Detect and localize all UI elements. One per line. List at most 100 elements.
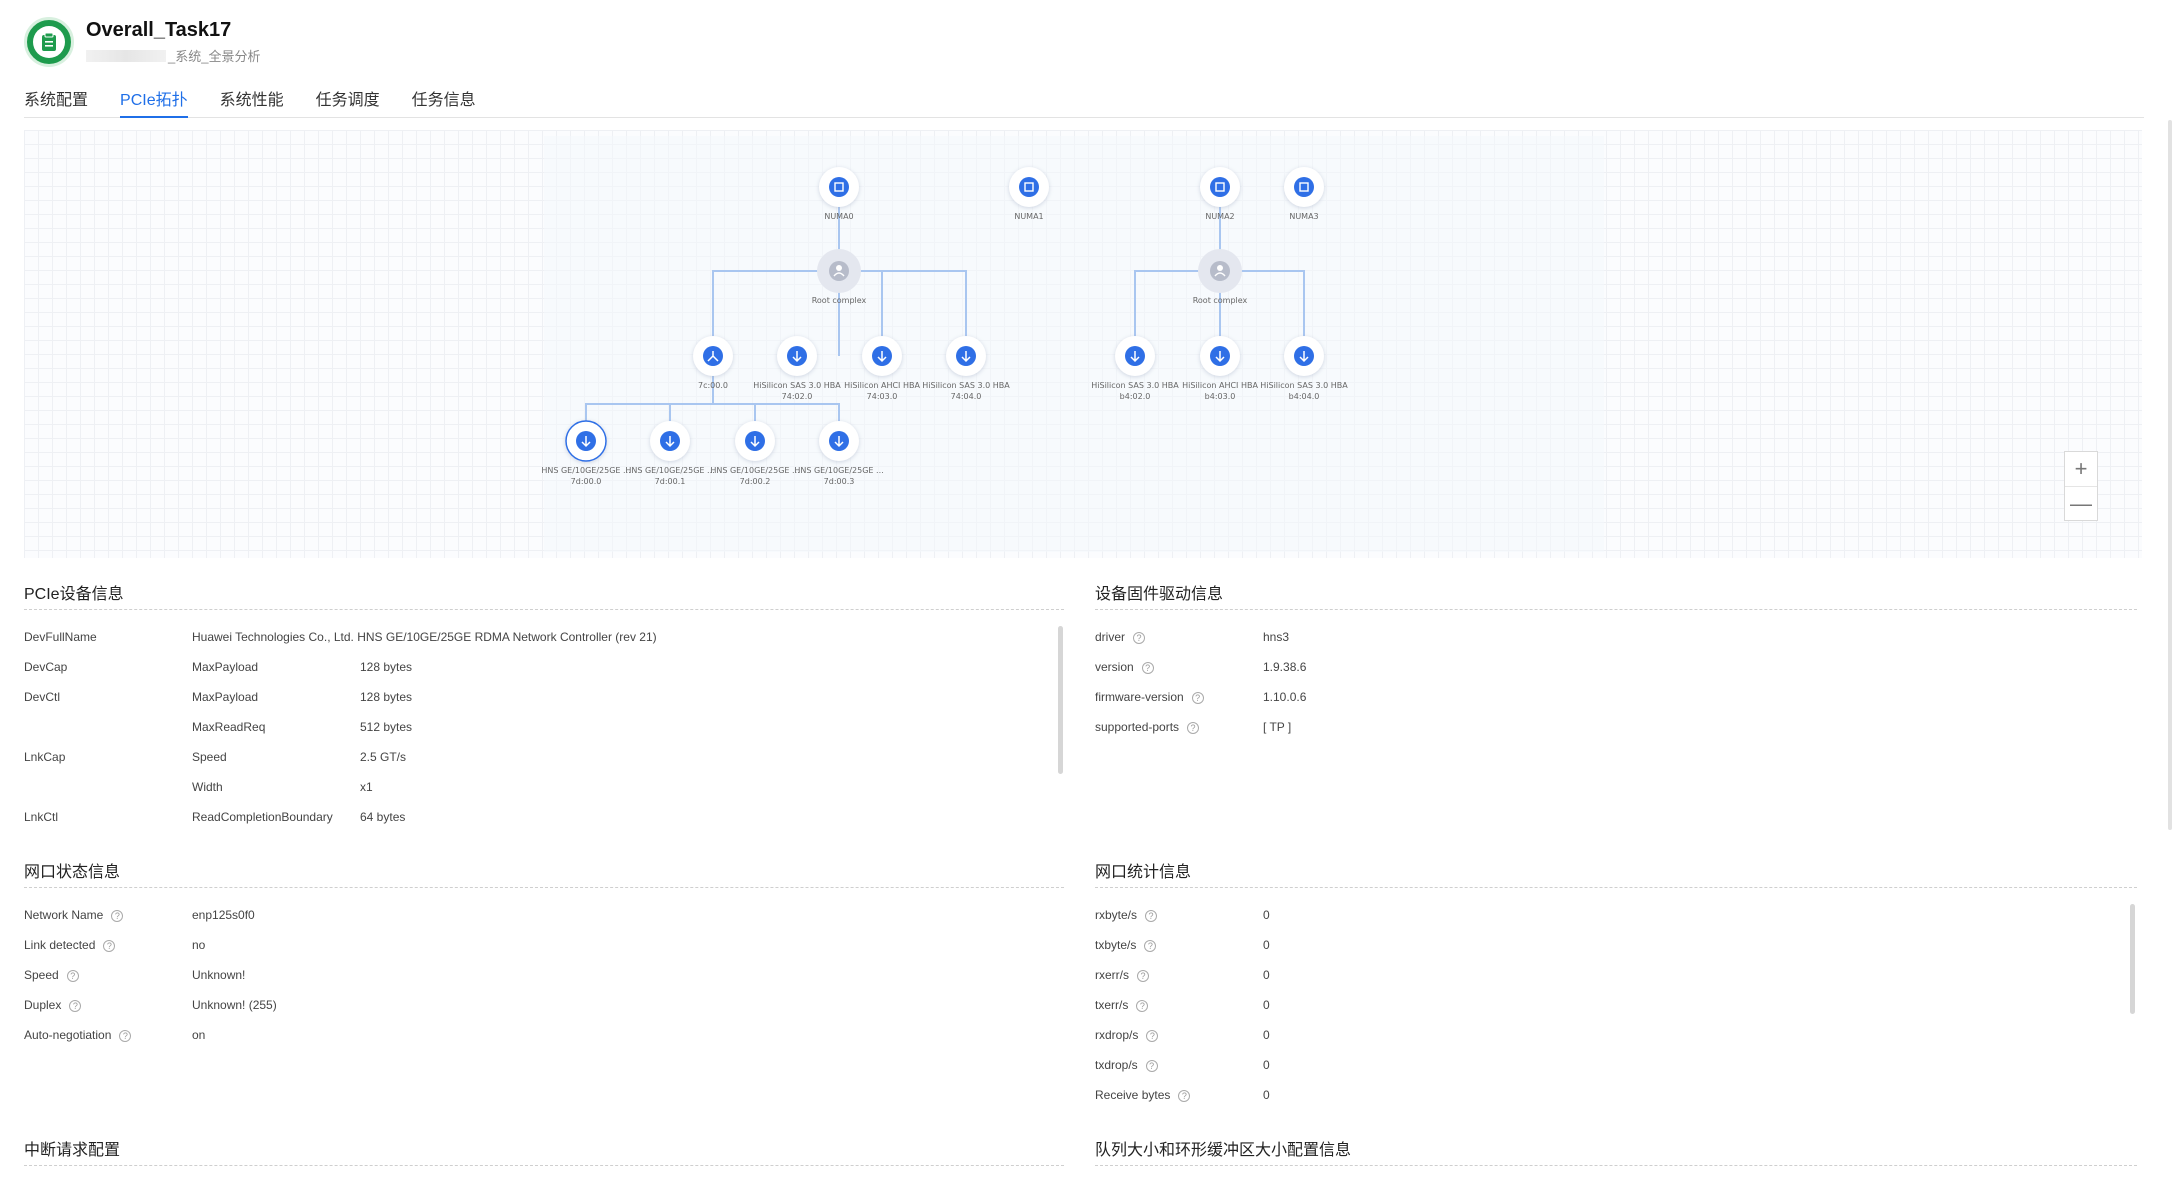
info-row: firmware-version? 1.10.0.6 [1095,690,1307,704]
numa-node-0[interactable]: NUMA0 [819,167,859,221]
pcie-topology-canvas[interactable]: NUMA0 NUMA1 NUMA2 NUMA3 Root complex Roo… [24,130,2142,558]
nic-bdf: 7d:00.3 [824,477,855,486]
device-node-74-04[interactable]: HiSilicon SAS 3.0 HBA 74:04.0 [922,336,1010,401]
info-row: Width x1 [192,780,373,794]
root-complex-label: Root complex [1193,296,1248,305]
device-bdf: b4:02.0 [1120,392,1151,401]
help-icon[interactable]: ? [111,909,124,922]
info-row: Duplex? Unknown! (255) [24,998,277,1012]
help-icon[interactable]: ? [1145,1059,1158,1072]
chip-icon [1299,182,1309,192]
queue-ring-buffer-section: 队列大小和环形缓冲区大小配置信息 [1095,1136,2137,1166]
nic-name: HNS GE/10GE/25GE ... [710,466,799,475]
tab-bar: 系统配置 PCIe拓扑 系统性能 任务调度 任务信息 [24,80,2144,118]
network-stats-section: 网口统计信息 rxbyte/s? 0 txbyte/s? 0 rxerr/s? … [1095,858,2137,1110]
device-node-74-03[interactable]: HiSilicon AHCI HBA 74:03.0 [844,336,920,401]
page-scrollbar[interactable] [2168,120,2172,830]
help-icon[interactable]: ? [1187,721,1200,734]
help-icon[interactable]: ? [69,999,82,1012]
numa-label: NUMA0 [824,212,853,221]
help-icon[interactable]: ? [103,939,116,952]
download-icon [665,436,675,448]
numa-node-2[interactable]: NUMA2 [1200,167,1240,221]
help-icon[interactable]: ? [1137,969,1149,982]
info-row: txdrop/s? 0 [1095,1058,1270,1072]
topology-graph: NUMA0 NUMA1 NUMA2 NUMA3 Root complex Roo… [541,167,1348,486]
download-icon [1299,351,1309,363]
nic-node-7d-00-3[interactable]: HNS GE/10GE/25GE ... 7d:00.3 [794,421,884,486]
help-icon[interactable]: ? [1144,939,1157,952]
download-icon [750,436,760,448]
help-icon[interactable]: ? [66,969,79,982]
tab-pcie-topology[interactable]: PCIe拓扑 [120,80,188,118]
chip-icon [1024,182,1034,192]
nic-node-7d-00-1[interactable]: HNS GE/10GE/25GE ... 7d:00.1 [625,421,715,486]
info-row: DevFullName Huawei Technologies Co., Ltd… [24,630,657,644]
tab-task-info[interactable]: 任务信息 [411,92,476,109]
device-node-74-02[interactable]: HiSilicon SAS 3.0 HBA 74:02.0 [753,336,841,401]
info-row: txbyte/s? 0 [1095,938,1270,952]
root-complex-node-1[interactable]: Root complex [1193,249,1248,305]
section-title: 网口状态信息 [24,858,1064,888]
download-icon [961,351,971,363]
section-title: PCIe设备信息 [24,580,1064,610]
info-row: driver? hns3 [1095,630,1290,644]
section-title: 队列大小和环形缓冲区大小配置信息 [1095,1136,2137,1166]
scrollbar[interactable] [1058,626,1063,774]
help-icon[interactable]: ? [1178,1089,1191,1102]
network-status-section: 网口状态信息 Network Name? enp125s0f0 Link det… [24,858,1064,1050]
device-node-b4-04[interactable]: HiSilicon SAS 3.0 HBA b4:04.0 [1260,336,1348,401]
device-name: HiSilicon SAS 3.0 HBA [1260,381,1348,390]
section-title: 中断请求配置 [24,1136,1064,1166]
download-icon [1130,351,1140,363]
help-icon[interactable]: ? [1141,661,1154,674]
zoom-in-button[interactable]: + [2074,456,2088,481]
numa-node-1[interactable]: NUMA1 [1009,167,1049,221]
device-bdf: 74:03.0 [867,392,898,401]
device-bdf: b4:04.0 [1289,392,1320,401]
help-icon[interactable]: ? [1146,1029,1159,1042]
bridge-node[interactable]: 7c:00.0 [693,336,733,390]
bridge-label: 7c:00.0 [698,381,728,390]
download-icon [877,351,887,363]
info-row: txerr/s? 0 [1095,998,1270,1012]
nic-name: HNS GE/10GE/25GE ... [625,466,714,475]
task-logo [24,17,74,67]
chip-icon [1215,182,1225,192]
irq-config-section: 中断请求配置 [24,1136,1064,1166]
help-icon[interactable]: ? [1145,909,1158,922]
pcie-device-info-section: PCIe设备信息 DevFullName Huawei Technologies… [24,580,1064,832]
device-node-b4-03[interactable]: HiSilicon AHCI HBA b4:03.0 [1182,336,1258,401]
clipboard-icon [33,26,65,58]
tab-system-config[interactable]: 系统配置 [24,92,89,109]
zoom-out-button[interactable]: — [2065,486,2097,520]
info-row: Receive bytes? 0 [1095,1088,1270,1102]
info-row: MaxReadReq 512 bytes [192,720,413,734]
tab-system-performance[interactable]: 系统性能 [219,92,284,109]
nic-node-7d-00-2[interactable]: HNS GE/10GE/25GE ... 7d:00.2 [710,421,800,486]
info-row: Network Name? enp125s0f0 [24,908,255,922]
nic-node-7d-00-0[interactable]: HNS GE/10GE/25GE ... 7d:00.0 [541,420,631,486]
topology-links [585,187,1305,441]
device-name: HiSilicon AHCI HBA [1182,381,1258,390]
device-bdf: b4:03.0 [1205,392,1236,401]
device-node-b4-02[interactable]: HiSilicon SAS 3.0 HBA b4:02.0 [1091,336,1179,401]
nic-bdf: 7d:00.2 [740,477,771,486]
help-icon[interactable]: ? [1133,631,1146,644]
numa-label: NUMA3 [1289,212,1318,221]
numa-node-3[interactable]: NUMA3 [1284,167,1324,221]
hub-icon [836,265,842,271]
nic-name: HNS GE/10GE/25GE ... [541,466,630,475]
tab-task-scheduling[interactable]: 任务调度 [315,92,380,109]
info-row: Link detected? no [24,938,206,952]
device-name: HiSilicon AHCI HBA [844,381,920,390]
root-complex-node-0[interactable]: Root complex [812,249,867,305]
nic-name: HNS GE/10GE/25GE ... [794,466,883,475]
scrollbar[interactable] [2130,904,2135,1014]
help-icon[interactable]: ? [1191,691,1204,704]
task-title: Overall_Task17 [86,19,232,41]
help-icon[interactable]: ? [1136,999,1149,1012]
help-icon[interactable]: ? [119,1029,132,1042]
device-name: HiSilicon SAS 3.0 HBA [753,381,841,390]
info-row: rxdrop/s? 0 [1095,1028,1270,1042]
